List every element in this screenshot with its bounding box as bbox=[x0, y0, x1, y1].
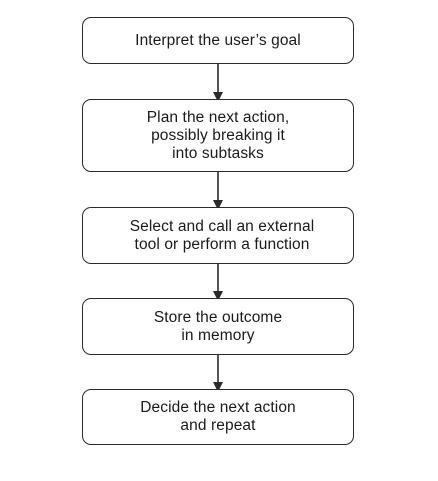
step-select-tool: Select and call an external tool or perf… bbox=[82, 207, 354, 264]
step-decide-repeat: Decide the next action and repeat bbox=[82, 389, 354, 445]
step-label: Store the outcome in memory bbox=[153, 308, 283, 344]
step-plan-next-action: Plan the next action, possibly breaking … bbox=[82, 99, 354, 172]
step-label: Interpret the user’s goal bbox=[135, 31, 301, 49]
step-label: Decide the next action and repeat bbox=[140, 399, 296, 434]
step-label: Plan the next action, possibly breaking … bbox=[146, 108, 290, 162]
step-store-outcome: Store the outcome in memory bbox=[82, 298, 354, 355]
step-interpret-goal: Interpret the user’s goal bbox=[82, 17, 354, 64]
step-label: Select and call an external tool or perf… bbox=[129, 217, 315, 253]
